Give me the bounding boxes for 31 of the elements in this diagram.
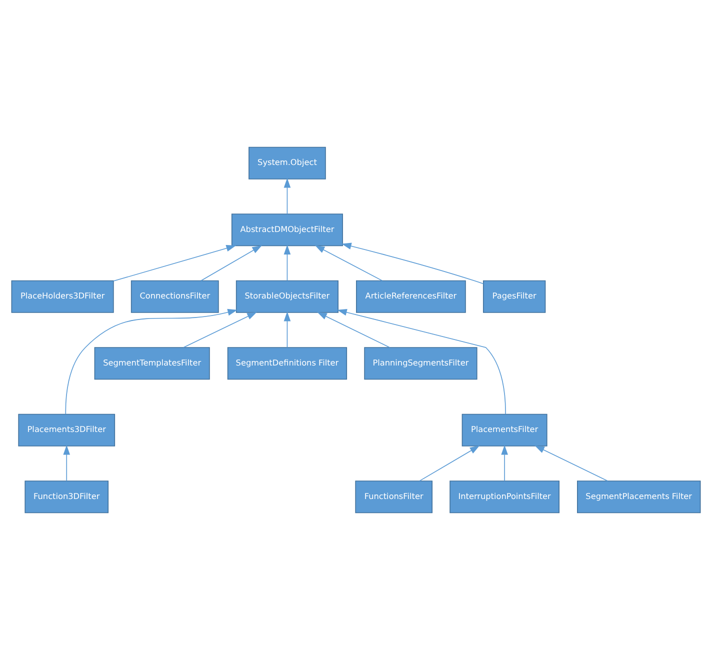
arrow [501,444,508,481]
arrow [317,312,390,348]
node-box: ArticleReferencesFilter [356,280,466,312]
node-box: StorableObjectsFilter [236,280,338,312]
arrow [63,444,70,481]
node-box: PlanningSegmentsFilter [364,346,478,380]
node-box: PlaceHolders3DFilter [11,280,114,312]
node-box: InterruptionPointsFilter [450,480,560,513]
arrow [419,445,480,481]
node-box: Function3DFilter [24,480,109,513]
arrow [534,445,608,481]
node-box: AbstractDMObjectFilter [231,213,343,246]
arrow [65,308,238,414]
arrow [337,308,506,414]
arrow [284,244,291,281]
node-box: SegmentDefinitions Filter [227,346,348,380]
node-box: PagesFilter [482,280,546,312]
node-box: SegmentTemplatesFilter [94,346,210,380]
arrow [200,244,262,281]
node-box: SegmentPlacements Filter [577,480,701,513]
node-box: Placements3DFilter [18,413,116,446]
node-box: ConnectionsFilter [130,280,219,312]
arrow [342,242,484,284]
arrow [183,312,257,348]
node-box: PlacementsFilter [462,413,548,446]
node-box: System.Object [248,146,326,179]
arrow [284,310,291,348]
arrow [314,244,383,281]
arrow [284,177,291,214]
node-box: FunctionsFilter [355,480,433,513]
arrow [113,244,236,281]
